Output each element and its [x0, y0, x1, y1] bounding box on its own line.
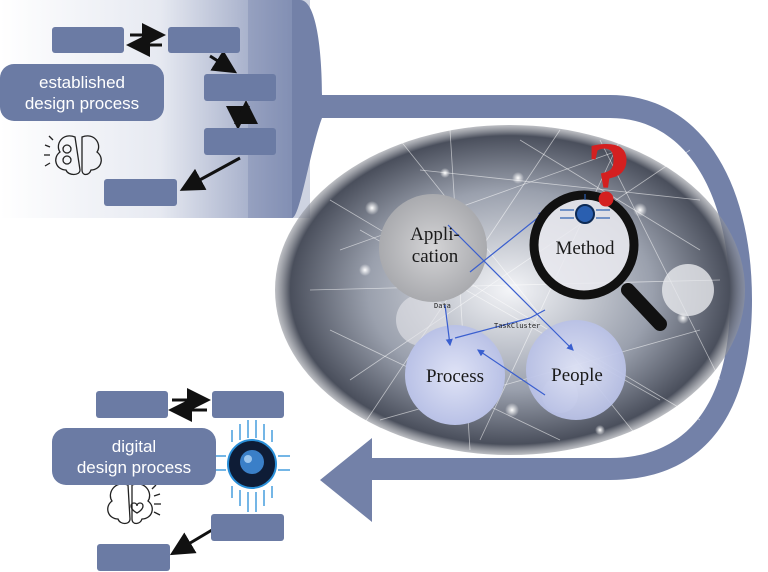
application-label: Appli- cation	[395, 224, 475, 268]
process-step-box	[211, 514, 284, 541]
process-label: Process	[425, 366, 485, 387]
data-tag: Data	[434, 302, 451, 310]
method-label: Method	[555, 238, 615, 259]
digital-process-label: digital design process	[52, 428, 216, 485]
question-mark: ?	[586, 123, 632, 225]
process-step-box	[204, 128, 276, 155]
process-step-box	[204, 74, 276, 101]
process-step-box	[212, 391, 284, 418]
established-arrows	[126, 23, 258, 191]
digital-line2: design process	[76, 457, 192, 477]
people-label: People	[551, 365, 603, 386]
network-sparks	[359, 168, 689, 435]
ai-brain-chip-icon	[216, 420, 290, 512]
network-background	[275, 125, 745, 455]
process-step-box	[96, 391, 168, 418]
process-step-box	[104, 179, 177, 206]
process-step-box	[97, 544, 170, 571]
application-bubble	[379, 194, 487, 302]
application-label-line2: cation	[411, 246, 459, 267]
process-step-box	[52, 27, 124, 53]
relation-lines	[444, 211, 574, 396]
digital-arrows	[168, 388, 213, 556]
cycle-arrow-band	[292, 0, 752, 522]
magnifier-icon	[529, 190, 667, 331]
digital-line1: digital	[111, 436, 157, 456]
application-label-line1: Appli-	[410, 224, 460, 245]
established-line2: design process	[24, 93, 140, 113]
people-bubble	[526, 320, 626, 420]
taskcluster-tag: TaskCluster	[494, 322, 541, 330]
process-step-box	[168, 27, 240, 53]
brain-heart-icon	[107, 483, 161, 525]
established-line1: established	[38, 72, 125, 92]
brain-gear-icon	[44, 135, 102, 176]
established-process-label: established design process	[0, 64, 164, 121]
